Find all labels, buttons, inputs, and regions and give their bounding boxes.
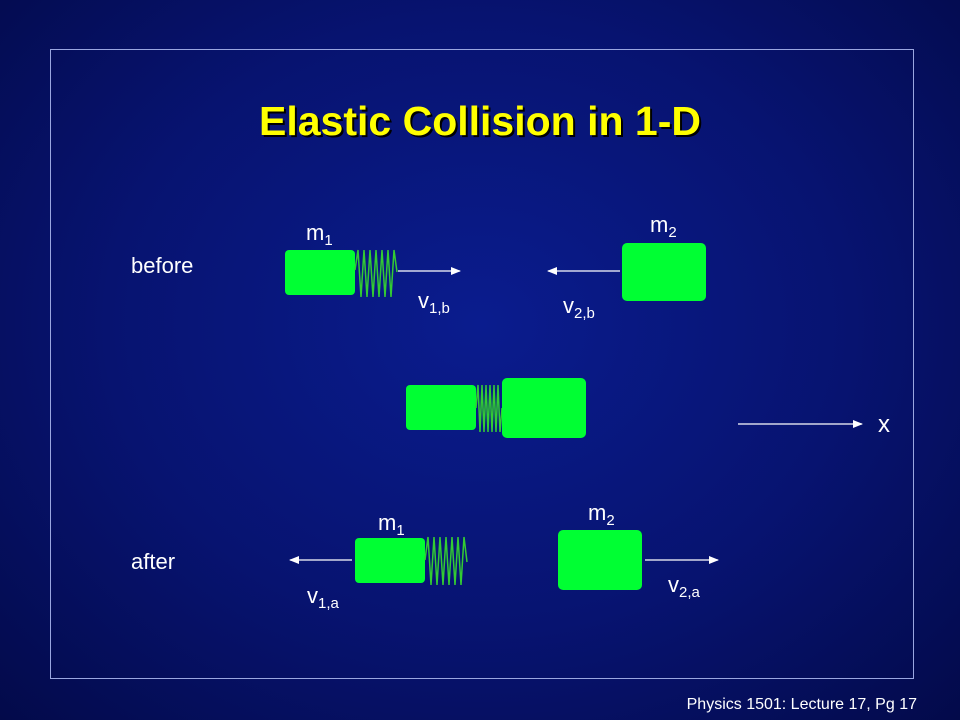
slide-title: Elastic Collision in 1-D [259, 98, 701, 144]
label-after: after [131, 549, 176, 574]
label-v1b: v1,b [418, 288, 450, 317]
spring-compressed [475, 384, 503, 433]
block-m1-after [355, 538, 425, 583]
label-v1a: v1,a [307, 583, 339, 612]
spring-before [354, 249, 398, 298]
label-v2b: v2,b [563, 293, 595, 322]
block-m2-before [622, 243, 706, 301]
label-m2-after: m2 [588, 500, 615, 529]
slide-footer: Physics 1501: Lecture 17, Pg 17 [686, 696, 917, 713]
label-before: before [131, 253, 194, 278]
spring-after [424, 536, 468, 586]
block-m1-before [285, 250, 355, 295]
label-m1-before: m1 [306, 220, 333, 249]
block-m1-during [406, 385, 476, 430]
label-m2-before: m2 [650, 212, 677, 241]
block-m2-after [558, 530, 642, 590]
block-m2-during [502, 378, 586, 438]
label-x-axis: x [878, 411, 890, 438]
label-m1-after: m1 [378, 510, 405, 539]
slide-frame [50, 49, 914, 679]
label-v2a: v2,a [668, 572, 700, 601]
